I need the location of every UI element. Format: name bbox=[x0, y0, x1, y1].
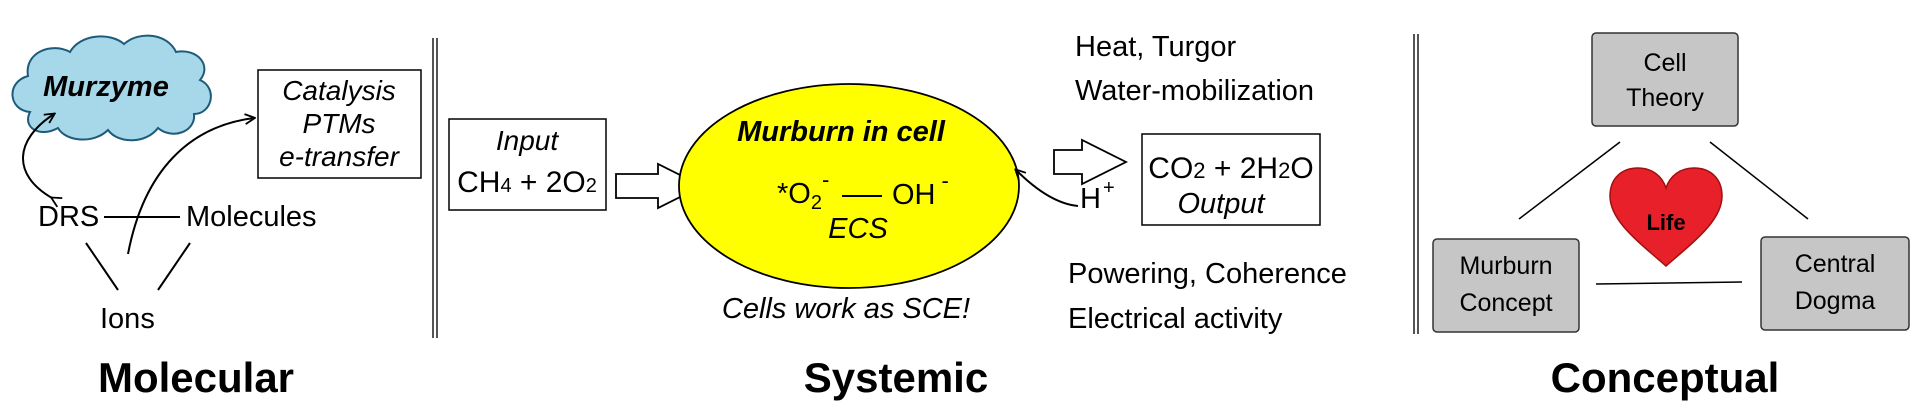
ecs-label: ECS bbox=[828, 213, 888, 245]
output-formula: CO2 + 2H2O bbox=[1148, 152, 1313, 185]
conceptual-heading: Conceptual bbox=[1551, 354, 1780, 401]
central-dogma-line1: Central bbox=[1795, 250, 1876, 278]
systemic-heading: Systemic bbox=[804, 354, 988, 401]
molecules-label: Molecules bbox=[186, 201, 317, 233]
conceptual-panel: Cell Theory Murburn Concept Central Dogm… bbox=[1432, 32, 1910, 401]
function-e-transfer: e-transfer bbox=[279, 141, 400, 172]
effect-heat-turgor: Heat, Turgor bbox=[1075, 31, 1237, 63]
output-arrow bbox=[1053, 138, 1129, 186]
cell-title: Murburn in cell bbox=[737, 116, 946, 148]
input-title: Input bbox=[496, 125, 559, 156]
cell-theory-box bbox=[1591, 32, 1739, 127]
hydroxide-label: OH- bbox=[892, 168, 949, 211]
edge-theory-dogma bbox=[1709, 141, 1809, 220]
output-box bbox=[1141, 133, 1321, 226]
molecular-heading: Molecular bbox=[98, 354, 294, 401]
murzyme-label: Murzyme bbox=[43, 71, 169, 103]
function-catalysis: Catalysis bbox=[282, 75, 396, 106]
functions-box bbox=[257, 69, 422, 179]
cell-ellipse bbox=[678, 83, 1020, 289]
drs-ions-line bbox=[85, 242, 119, 291]
cell-theory-line1: Cell bbox=[1643, 49, 1686, 77]
effect-electrical-activity: Electrical activity bbox=[1068, 303, 1283, 335]
murburn-concept-box bbox=[1432, 238, 1580, 333]
cell-theory-line2: Theory bbox=[1626, 84, 1704, 112]
function-ptms: PTMs bbox=[302, 108, 375, 139]
life-label: Life bbox=[1646, 210, 1685, 235]
output-title: Output bbox=[1177, 188, 1266, 220]
molecular-panel: Murzyme Catalysis PTMs e-transfer DRS Mo… bbox=[11, 34, 422, 401]
edge-theory-murburn bbox=[1518, 141, 1621, 220]
ions-label: Ions bbox=[100, 303, 155, 335]
central-dogma-line2: Dogma bbox=[1795, 287, 1876, 315]
caption: Cells work as SCE! bbox=[722, 293, 970, 325]
proton-label: H+ bbox=[1080, 177, 1115, 215]
murburn-concept-line1: Murburn bbox=[1459, 252, 1552, 280]
effect-water-mobilization: Water-mobilization bbox=[1075, 75, 1314, 107]
systemic-panel: Input CH4 + 2O2 Murburn in cell *O2- OH-… bbox=[448, 31, 1347, 401]
input-box bbox=[448, 118, 607, 211]
effect-powering-coherence: Powering, Coherence bbox=[1068, 258, 1347, 290]
superoxide-label: *O2- bbox=[777, 167, 829, 214]
divider-left bbox=[432, 38, 438, 338]
heart-icon bbox=[1609, 167, 1723, 267]
molecules-ions-line bbox=[157, 242, 191, 291]
murburn-concept-line2: Concept bbox=[1459, 289, 1552, 317]
ions-functions-arrow bbox=[127, 118, 254, 255]
drs-murzyme-arrow bbox=[22, 114, 54, 198]
divider-right bbox=[1413, 34, 1419, 334]
drs-label: DRS bbox=[38, 201, 99, 233]
proton-arrow bbox=[1016, 170, 1079, 207]
central-dogma-box bbox=[1760, 236, 1910, 331]
input-formula: CH4 + 2O2 bbox=[457, 166, 597, 199]
edge-murburn-dogma bbox=[1595, 281, 1743, 285]
